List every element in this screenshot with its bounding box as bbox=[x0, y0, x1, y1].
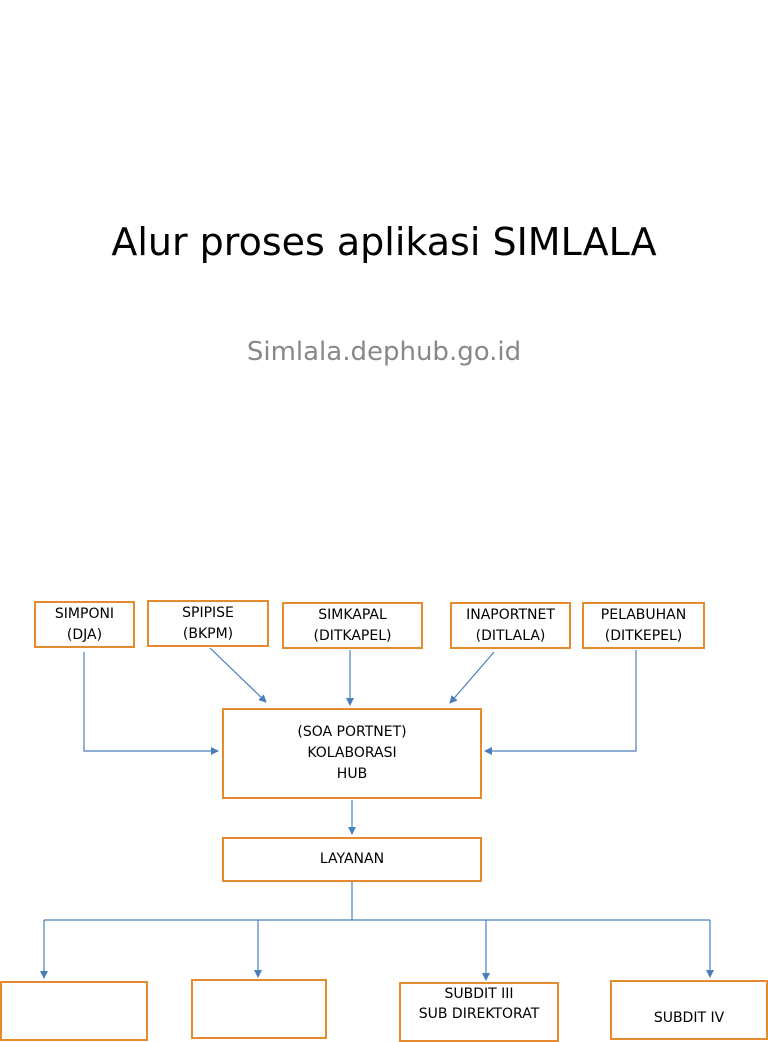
target-box-2 bbox=[191, 979, 327, 1039]
arrow-simponi-to-hub bbox=[83, 652, 219, 755]
target-subdit-iii-line-1: SUBDIT III bbox=[444, 986, 514, 1002]
source-box-pelabuhan: PELABUHAN (DITKEPEL) bbox=[582, 602, 705, 649]
hub-line-3: HUB bbox=[336, 766, 368, 782]
target-box-1 bbox=[0, 981, 148, 1041]
hub-line-1: (SOA PORTNET) bbox=[297, 724, 407, 740]
layanan-label: LAYANAN bbox=[319, 851, 385, 867]
source-pelabuhan-name: PELABUHAN bbox=[600, 606, 687, 623]
target-subdit-iv-line-1: SUBDIT IV bbox=[653, 1010, 725, 1026]
source-box-inaportnet: INAPORTNET (DITLALA) bbox=[450, 602, 571, 649]
source-inaportnet-owner: (DITLALA) bbox=[475, 627, 546, 644]
source-simponi-owner: (DJA) bbox=[66, 626, 103, 643]
target-box-subdit-iv: SUBDIT IV bbox=[610, 980, 768, 1040]
arrow-spipise-to-hub bbox=[209, 647, 267, 703]
target-box-subdit-iii: SUBDIT III SUB DIREKTORAT bbox=[399, 982, 559, 1042]
source-box-simkapal: SIMKAPAL (DITKAPEL) bbox=[282, 602, 423, 649]
target-subdit-iii-line-2: SUB DIREKTORAT bbox=[418, 1006, 540, 1022]
source-inaportnet-name: INAPORTNET bbox=[466, 606, 555, 623]
source-spipise-owner: (BKPM) bbox=[182, 625, 234, 642]
arrow-pelabuhan-to-hub bbox=[484, 650, 637, 755]
hub-line-2: KOLABORASI bbox=[307, 745, 397, 761]
source-box-spipise: SPIPISE (BKPM) bbox=[147, 600, 269, 647]
source-simkapal-name: SIMKAPAL bbox=[318, 606, 387, 623]
source-simponi-name: SIMPONI bbox=[54, 605, 115, 622]
layanan-box: LAYANAN bbox=[222, 837, 482, 882]
hub-box: (SOA PORTNET) KOLABORASI HUB bbox=[222, 708, 482, 799]
source-spipise-name: SPIPISE bbox=[182, 604, 234, 621]
slide-subtitle: Simlala.dephub.go.id bbox=[246, 337, 522, 367]
source-pelabuhan-owner: (DITKEPEL) bbox=[604, 627, 683, 644]
source-box-simponi: SIMPONI (DJA) bbox=[34, 601, 135, 648]
slide-title: Alur proses aplikasi SIMLALA bbox=[111, 220, 657, 264]
arrow-inaportnet-to-hub bbox=[449, 651, 495, 704]
source-simkapal-owner: (DITKAPEL) bbox=[313, 627, 392, 644]
